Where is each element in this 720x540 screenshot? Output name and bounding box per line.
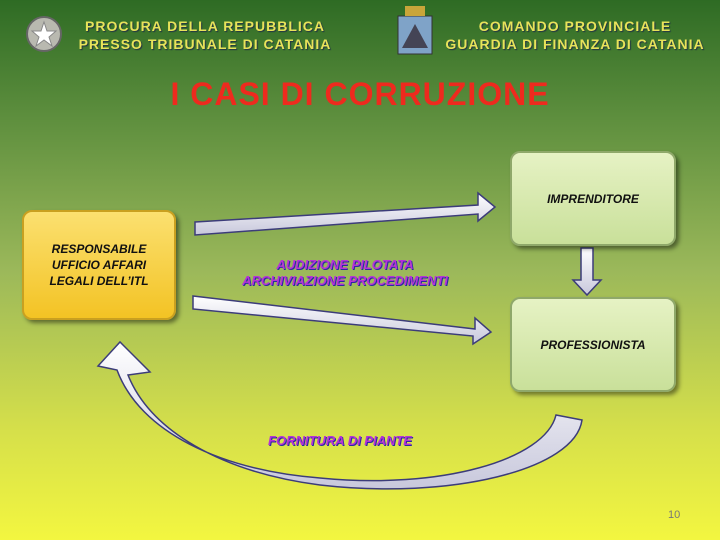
- box-imprenditore: IMPRENDITORE: [510, 151, 676, 246]
- label-archiviazione: ARCHIVIAZIONE PROCEDIMENTI: [242, 273, 448, 288]
- header-left-line1: PROCURA DELLA REPUBBLICA: [85, 18, 325, 34]
- box-responsabile: RESPONSABILE UFFICIO AFFARI LEGALI DELL’…: [22, 210, 176, 320]
- header-right-line2: GUARDIA DI FINANZA DI CATANIA: [445, 36, 705, 52]
- page-number: 10: [668, 509, 681, 521]
- box-professionista: PROFESSIONISTA: [510, 297, 676, 392]
- slide-title: I CASI DI CORRUZIONE: [170, 76, 550, 112]
- header-left-line2: PRESSO TRIBUNALE DI CATANIA: [78, 36, 332, 52]
- label-fornitura: FORNITURA DI PIANTE: [268, 433, 412, 448]
- guardia-di-finanza-crest-icon: [397, 6, 433, 55]
- label-audizione: AUDIZIONE PILOTATA: [276, 257, 414, 272]
- header-right-line1: COMANDO PROVINCIALE: [478, 18, 672, 34]
